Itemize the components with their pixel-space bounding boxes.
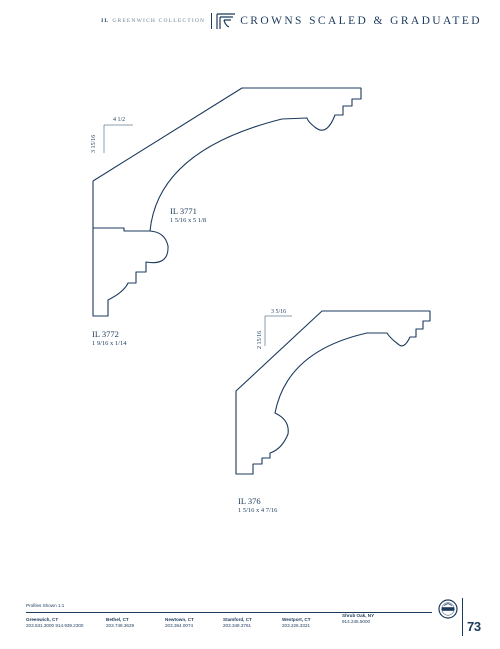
header-divider	[211, 13, 213, 29]
collection-label: IL GREENWICH COLLECTION	[101, 18, 205, 24]
collection-prefix: IL	[101, 18, 110, 24]
footer-divider	[26, 612, 432, 613]
location-phone: 203.348.3761	[223, 622, 252, 628]
profile-size: 1 9/16 x 1/14	[92, 339, 127, 347]
location-phone: 914.245.5000	[342, 618, 371, 624]
location-newtown: Newtown, CT 203.364.0074	[165, 617, 223, 629]
scale-note: Profiles Shown 1:1	[26, 603, 65, 608]
page-number-divider	[462, 598, 463, 636]
profile-size: 1 5/16 x 4 7/16	[238, 506, 278, 514]
profile-label-il-3771: IL 3771 1 5/16 x 5 1/8	[170, 206, 207, 224]
location-bethel: Bethel, CT 203.748.3629	[106, 617, 165, 629]
profile-il-3772	[92, 181, 169, 317]
location-phone: 203.226.3321	[282, 622, 311, 628]
location-city: Shrub Oak, NY	[342, 613, 375, 618]
location-phone: 203.531.3000 914.939.2300	[26, 622, 84, 628]
dim-label-horizontal-376: 3 5/16	[271, 309, 286, 315]
location-city: Bethel, CT	[106, 617, 129, 622]
dim-label-vertical-376: 2 15/16	[257, 331, 263, 349]
page-header: IL GREENWICH COLLECTION CROWNS SCALED & …	[101, 10, 482, 32]
page-number: 73	[467, 619, 481, 634]
location-city: Newtown, CT	[165, 617, 194, 622]
location-shrub-oak: Shrub Oak, NY 914.245.5000	[342, 613, 402, 629]
location-phone: 203.748.3629	[106, 622, 135, 628]
profile-number: IL 3771	[170, 206, 197, 216]
profile-size: 1 5/16 x 5 1/8	[170, 216, 207, 224]
profile-number: IL 3772	[92, 329, 119, 339]
location-city: Stamford, CT	[223, 617, 252, 622]
profile-il-3771	[92, 87, 362, 232]
collection-name: GREENWICH COLLECTION	[112, 18, 206, 24]
location-greenwich: Greenwich, CT 203.531.3000 914.939.2300	[26, 617, 106, 629]
profile-il-376	[235, 310, 431, 475]
location-westport: Westport, CT 203.226.3321	[282, 617, 342, 629]
profile-label-il-3772: IL 3772 1 9/16 x 1/14	[92, 329, 127, 347]
profile-label-il-376: IL 376 1 5/16 x 4 7/16	[238, 496, 278, 514]
location-city: Westport, CT	[282, 617, 311, 622]
location-phone: 203.364.0074	[165, 622, 194, 628]
location-list: Greenwich, CT 203.531.3000 914.939.2300 …	[26, 613, 402, 629]
profile-number: IL 376	[238, 496, 261, 506]
dim-label-vertical-3771: 3 15/16	[91, 135, 97, 153]
location-stamford: Stamford, CT 203.348.3761	[223, 617, 282, 629]
page-title: CROWNS SCALED & GRADUATED	[240, 15, 482, 27]
dim-label-horizontal-3771: 4 1/2	[113, 117, 125, 123]
crown-molding-mark-icon	[216, 13, 236, 29]
company-seal-icon	[438, 599, 458, 619]
location-city: Greenwich, CT	[26, 617, 59, 622]
